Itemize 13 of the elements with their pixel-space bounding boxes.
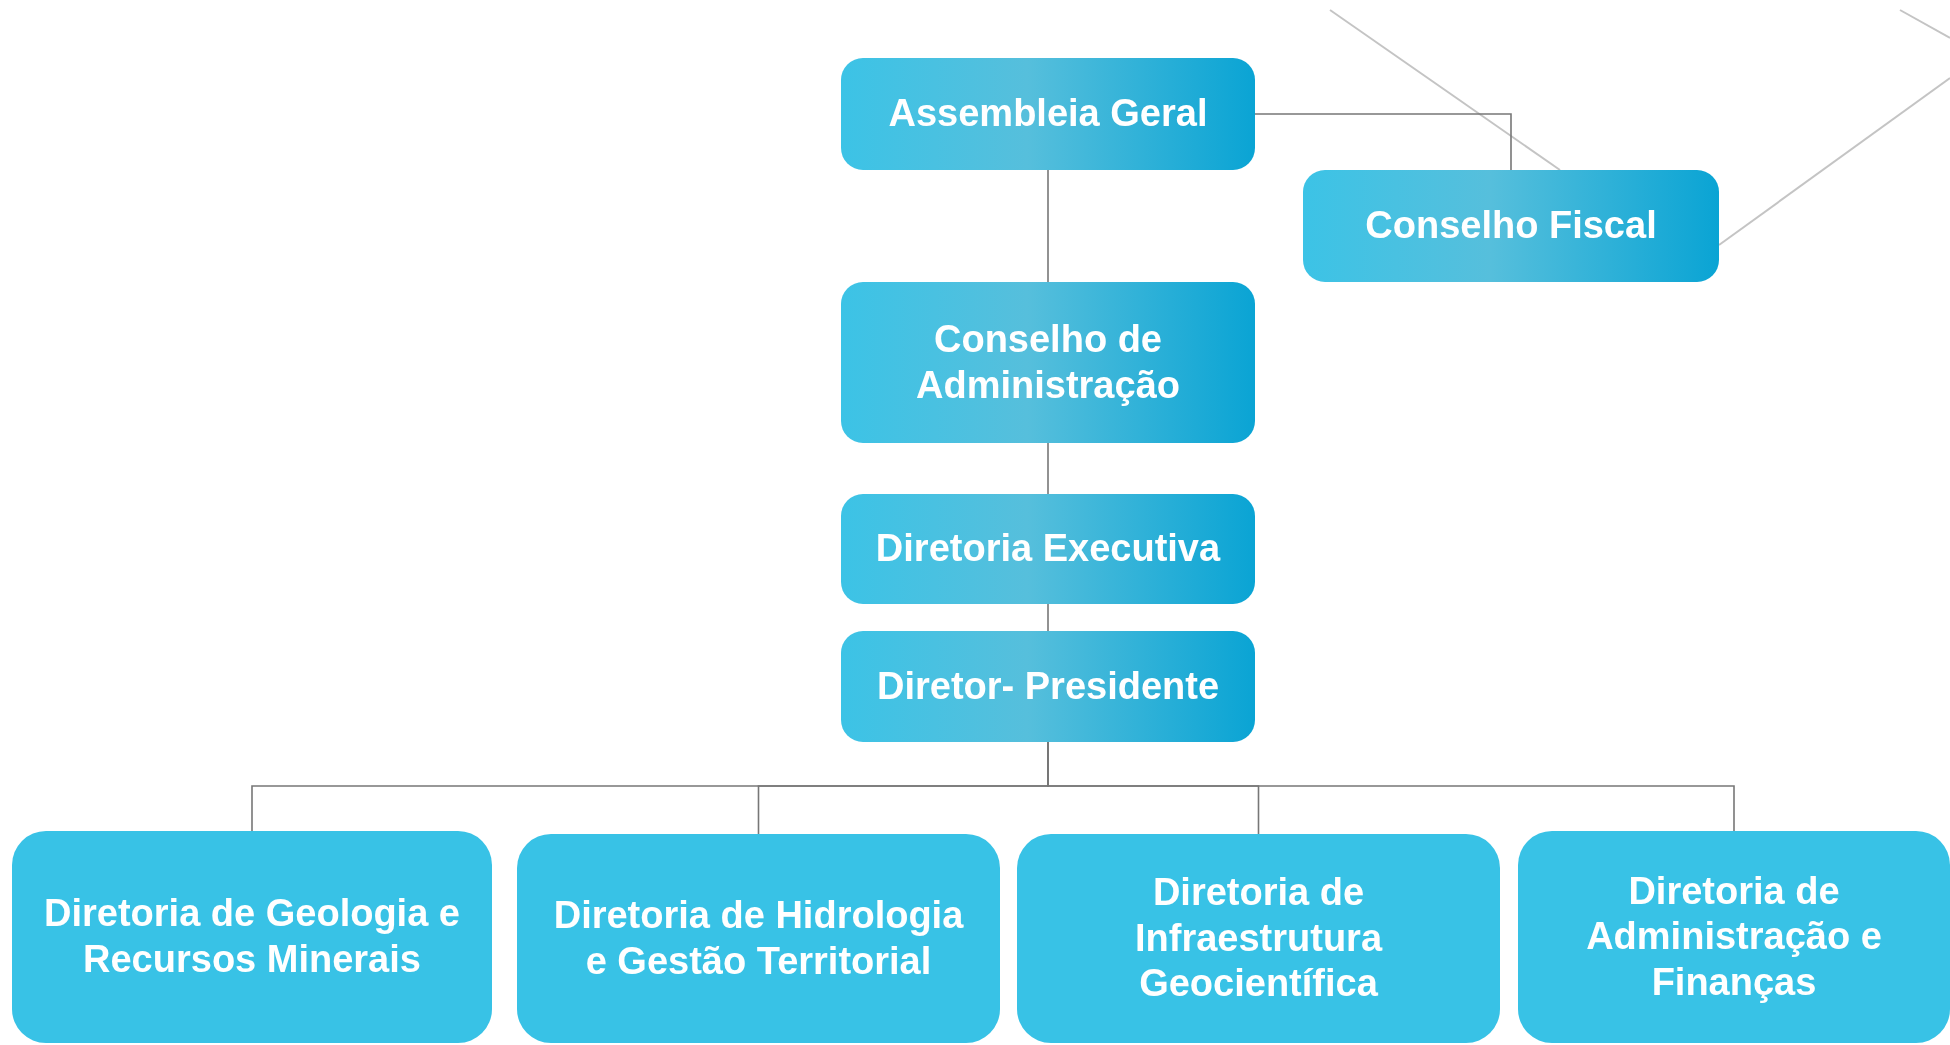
connector-line bbox=[1047, 169, 1049, 283]
org-unit-box: Diretoria de Geologia e Recursos Minerais bbox=[12, 831, 492, 1043]
org-unit-box: Conselho Fiscal bbox=[1303, 170, 1719, 282]
org-unit-box: Diretoria de Infraestrutura Geocientífica bbox=[1017, 834, 1500, 1043]
org-unit-box: Diretoria Executiva bbox=[841, 494, 1255, 604]
connector-line bbox=[1047, 442, 1049, 495]
org-unit-box: Diretoria de Administração e Finanças bbox=[1518, 831, 1950, 1043]
org-unit-box: Diretoria de Hidrologia e Gestão Territorial bbox=[517, 834, 1000, 1043]
connector-line bbox=[1254, 113, 1512, 171]
org-unit-box: Assembleia Geral bbox=[841, 58, 1255, 170]
org-unit-box: Diretor- Presidente bbox=[841, 631, 1255, 742]
org-unit-box: Conselho de Administração bbox=[841, 282, 1255, 443]
connector-line bbox=[1047, 603, 1049, 632]
